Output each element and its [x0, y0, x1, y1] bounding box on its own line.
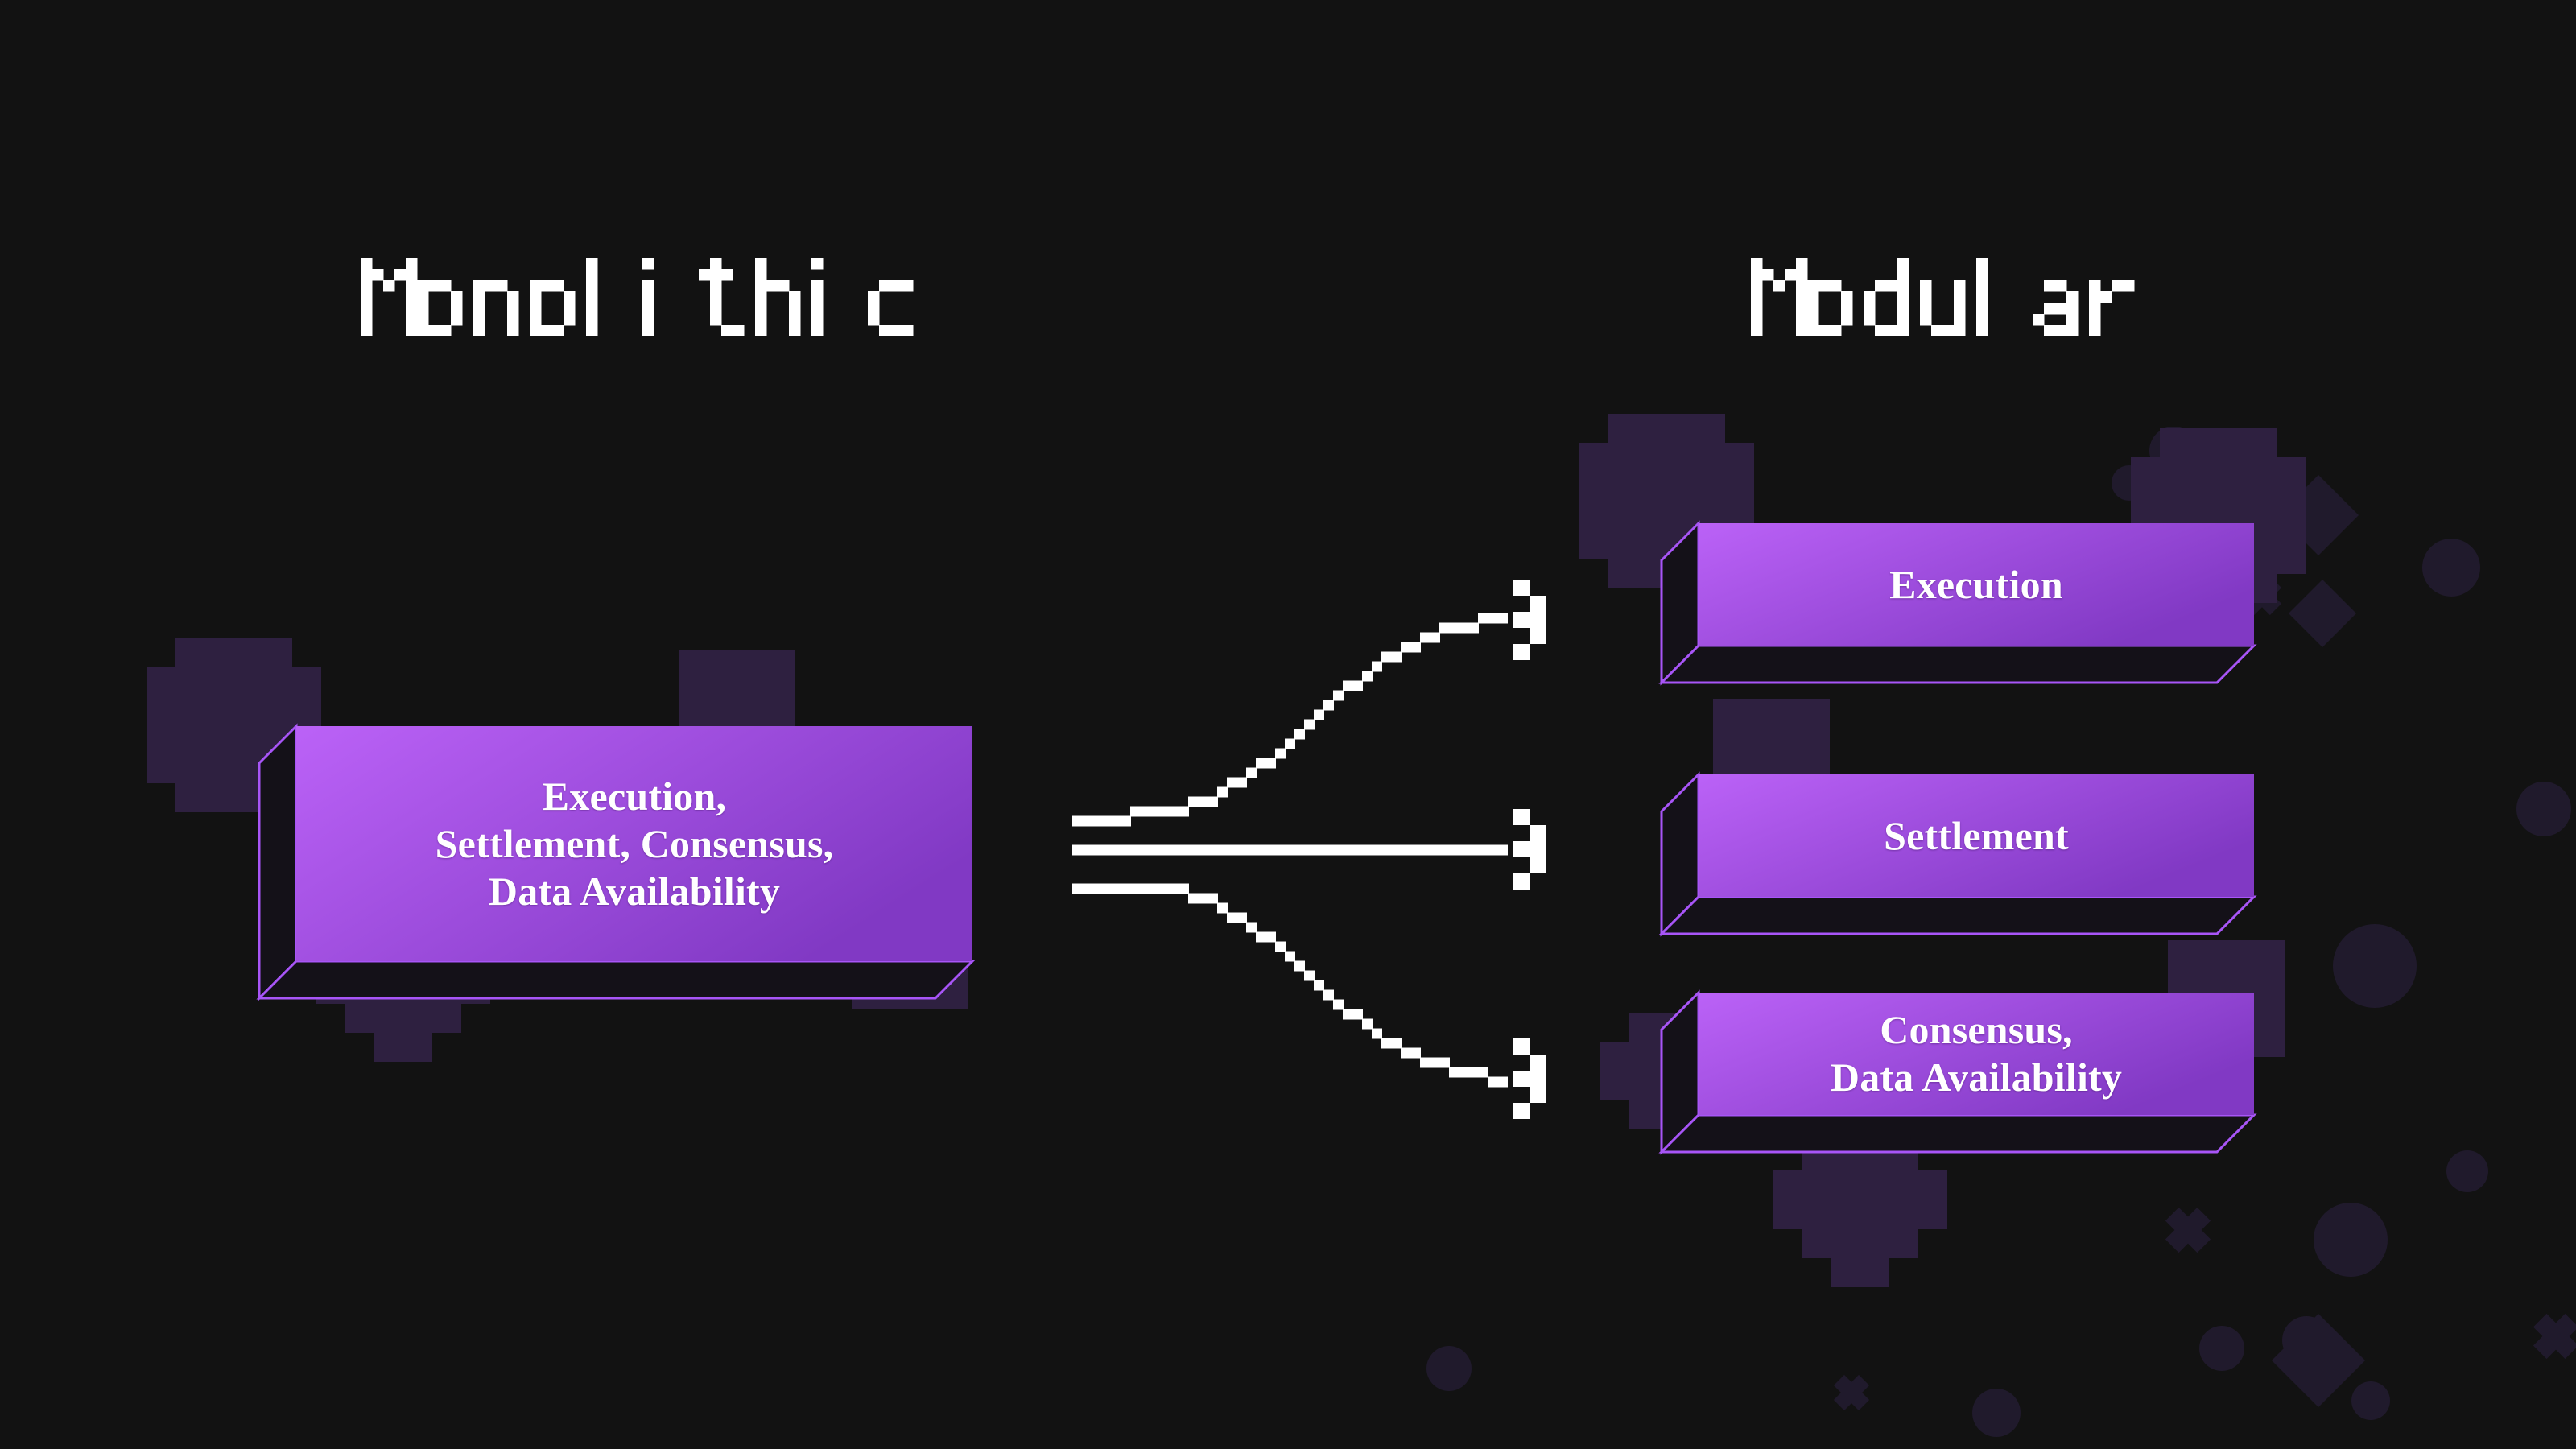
modular-box-settlement-front-face — [1699, 774, 2254, 897]
modular-box-execution[interactable]: Execution — [1657, 518, 2260, 689]
modular-box-settlement-shape — [1658, 771, 2257, 937]
modular-box-consensus-bottom-face — [1658, 1113, 2257, 1154]
arrow-to-settlement-head-block — [1513, 873, 1530, 890]
arrow-to-consensus-head-block — [1513, 1103, 1530, 1119]
modular-box-consensus-front-face — [1699, 993, 2254, 1115]
modular-box-settlement-bottom-face — [1658, 895, 2257, 935]
heading-modular-glyphs — [1751, 258, 2135, 336]
modular-box-execution-bottom-face — [1658, 644, 2257, 684]
monolithic-box-shape — [256, 723, 976, 1001]
arrow-to-consensus — [1072, 883, 1546, 1119]
modular-box-consensus[interactable]: Consensus,Data Availability — [1657, 988, 2260, 1158]
modular-box-settlement[interactable]: Settlement — [1657, 770, 2260, 940]
arrow-to-settlement — [1072, 809, 1546, 890]
heading-monolithic: Monolithic — [361, 258, 924, 336]
heading-modular: Modular — [1751, 258, 2145, 336]
monolithic-box-bottom-face — [256, 960, 976, 1000]
modular-box-execution-front-face — [1699, 523, 2254, 646]
modular-box-execution-shape — [1658, 520, 2257, 686]
modular-box-consensus-shape — [1658, 989, 2257, 1155]
arrow-to-execution-head-block — [1513, 580, 1530, 596]
arrow-to-consensus-head-block — [1530, 1055, 1546, 1103]
monolithic-box[interactable]: Execution,Settlement, Consensus,Data Ava… — [254, 721, 979, 1005]
arrow-to-settlement-head-block — [1513, 809, 1530, 825]
arrow-to-settlement-head-block — [1530, 825, 1546, 873]
heading-monolithic-glyphs — [361, 258, 914, 336]
arrow-to-execution-head-block — [1513, 644, 1530, 660]
arrow-to-execution-head-block — [1530, 596, 1546, 644]
monolithic-box-front-face — [296, 726, 972, 961]
arrow-to-execution — [1072, 580, 1546, 827]
arrow-to-consensus-head-block — [1513, 1038, 1530, 1055]
monolithic-box-left-face — [258, 723, 298, 1001]
